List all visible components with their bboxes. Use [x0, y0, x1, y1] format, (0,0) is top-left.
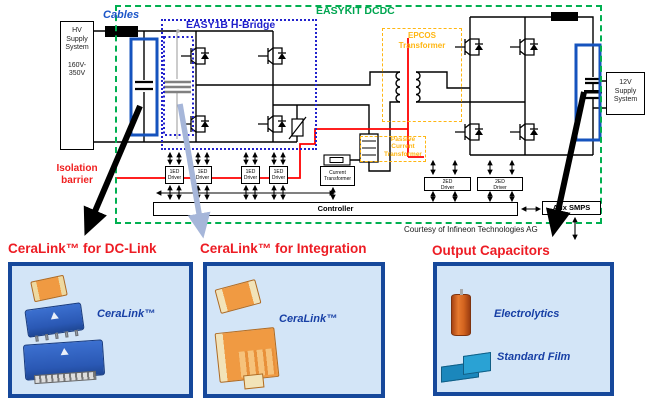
- module-pins: [35, 329, 79, 342]
- driver-1ed-4-line1: 1ED: [273, 169, 284, 175]
- callout-arrows-layer: [83, 91, 587, 239]
- ceralink-smd-small-icon: [214, 278, 262, 315]
- ceralink-smd-capacitor-icon: [30, 274, 68, 303]
- hv-line1: HV: [72, 27, 82, 34]
- header-dclink: CeraLink™ for DC-Link: [8, 241, 157, 256]
- ceralink-module-small-icon: [24, 302, 85, 342]
- passive-ct-frame: [360, 136, 426, 162]
- panel-dclink-label: CeraLink™: [97, 308, 156, 320]
- capacitor-lead: [243, 373, 265, 390]
- passive-ct-label: Passive Current Transformer: [380, 136, 426, 158]
- standard-film-label: Standard Film: [497, 351, 571, 363]
- driver-2ed-box-2: 2ED Driver: [477, 177, 523, 191]
- driver-1ed-box-4: 1ED Driver: [269, 166, 288, 184]
- hv-line5: 350V: [68, 70, 86, 78]
- driver-1ed-box-1: 1ED Driver: [165, 166, 184, 184]
- isolation-barrier-label: Isolation barrier: [48, 163, 106, 186]
- driver-1ed-box-3: 1ED Driver: [241, 166, 260, 184]
- hbridge-frame: [161, 19, 317, 150]
- epcos-line2: Transformer: [398, 40, 446, 50]
- cable-block: [105, 26, 138, 37]
- capacitor-plates: [135, 77, 601, 100]
- passive-ct-line2: Current: [391, 143, 415, 151]
- epcos-logo-triangle: [49, 311, 59, 320]
- courtesy-note: Courtesy of Infineon Technologies AG: [404, 225, 538, 234]
- hv-supply-box: HV Supply System 160V- 350V: [60, 21, 94, 150]
- transformer-secondary-coil: [415, 71, 421, 103]
- header-integration: CeraLink™ for Integration: [200, 241, 367, 256]
- driver-1ed-2-line1: 1ED: [197, 169, 208, 175]
- hv-line4: 160V-: [67, 61, 87, 69]
- driver-1ed-box-2: 1ED Driver: [193, 166, 212, 184]
- v12-line3: System: [613, 96, 638, 104]
- driver-2ed-1-line2: Driver: [440, 185, 455, 192]
- ct-hatch: [362, 140, 376, 156]
- epcos-logo-triangle: [60, 347, 69, 356]
- easykit-title: EASYKIT DCDC: [316, 5, 395, 17]
- ct-line2: Transformer: [323, 176, 352, 183]
- driver-2ed-1-line1: 2ED: [442, 179, 453, 185]
- inductor-block: [551, 12, 578, 21]
- ceralink-module-large-icon: [22, 339, 106, 385]
- driver-1ed-3-line1: 1ED: [245, 169, 256, 175]
- passive-ct-line1: Passive: [390, 136, 416, 143]
- epcos-line1: EPCOS: [407, 31, 436, 40]
- panel-dclink: CeraLink™: [8, 262, 193, 398]
- integration-cap-plates: [164, 80, 191, 94]
- driver-1ed-4-line2: Driver: [271, 175, 286, 182]
- electrolytics-label: Electrolytics: [494, 308, 560, 320]
- panel-output: Electrolytics Standard Film: [433, 262, 614, 396]
- varistor-diagonal: [288, 116, 307, 140]
- isolation-line2: barrier: [61, 174, 93, 186]
- ceralink-smd-large-icon: [214, 327, 280, 390]
- junction-dot: [176, 29, 180, 33]
- driver-1ed-2-line2: Driver: [195, 175, 210, 182]
- ct-sense-resistor: [329, 157, 344, 163]
- ct-line1: Current: [329, 170, 346, 176]
- controller-box: Controller: [153, 202, 518, 216]
- arrow-to-output: [545, 91, 587, 238]
- arrow-to-dclink: [83, 104, 143, 236]
- driver-2ed-2-line2: Driver: [493, 185, 507, 192]
- dclink-cap-highlight: [129, 37, 159, 137]
- signal-arrows: [155, 151, 578, 241]
- integration-cap-highlight: [163, 36, 194, 136]
- transformer-primary-coil: [395, 71, 401, 103]
- v12-line2: Supply: [614, 87, 637, 95]
- current-transformer-box: Current Transformer: [320, 166, 355, 186]
- passive-ct-line3: Transformer: [384, 150, 422, 158]
- panel-integration: CeraLink™: [203, 262, 385, 398]
- circuit-wires-layer: [94, 12, 606, 241]
- hbridge-title: EASY1B H-Bridge: [186, 19, 276, 31]
- arrow-to-integration: [177, 103, 211, 239]
- hv-line2: Supply: [66, 35, 88, 43]
- v12-line1: 12V: [619, 79, 632, 86]
- epcos-label: EPCOS Transformer: [382, 31, 462, 50]
- header-output: Output Capacitors: [432, 243, 550, 258]
- panel-integration-label: CeraLink™: [279, 313, 338, 325]
- driver-1ed-1-line1: 1ED: [169, 169, 180, 175]
- electrolytic-capacitor-icon: [451, 289, 471, 336]
- driver-2ed-box-1: 2ED Driver: [424, 177, 471, 191]
- epcos-frame: [382, 28, 462, 122]
- hv-line3: System: [65, 44, 89, 52]
- v12-supply-box: 12V Supply System: [606, 72, 645, 115]
- electrolytic-plate: [584, 90, 602, 94]
- capacitor-lead: [460, 289, 464, 295]
- film-capacitor-icon-2: [463, 352, 491, 375]
- driver-1ed-1-line2: Driver: [167, 175, 182, 182]
- isolation-line1: Isolation: [56, 163, 98, 174]
- easykit-frame: [115, 5, 602, 224]
- module-connector-strip: [33, 370, 97, 385]
- main-wires: [94, 16, 606, 172]
- driver-2ed-2-line1: 2ED: [495, 179, 505, 185]
- driver-1ed-3-line2: Driver: [243, 175, 258, 182]
- cables-label: Cables: [103, 9, 140, 21]
